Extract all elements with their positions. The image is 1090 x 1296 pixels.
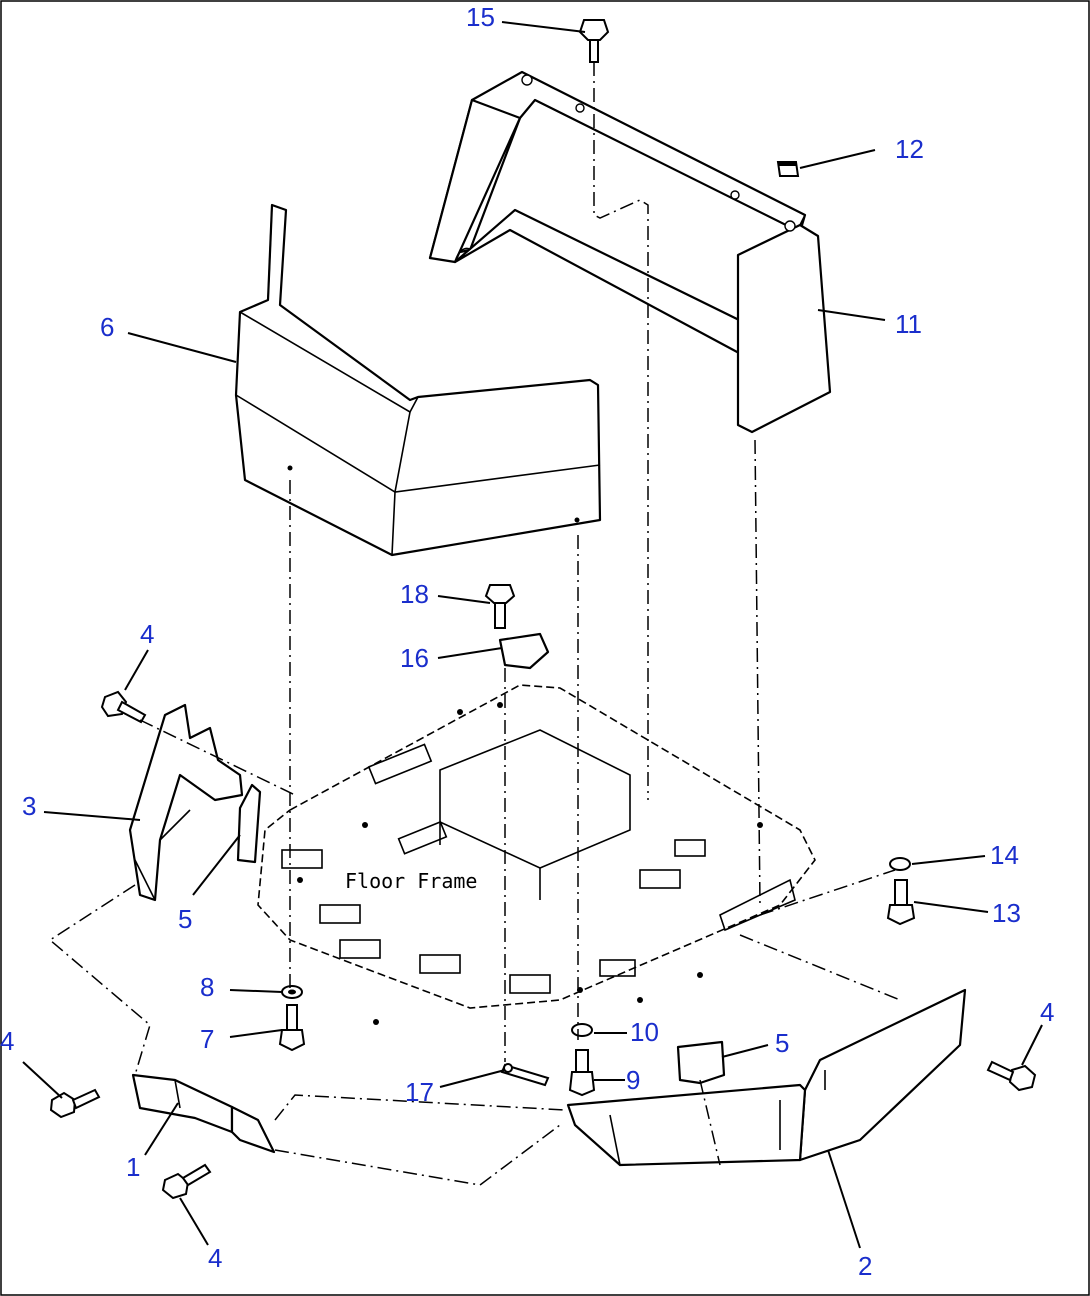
hole xyxy=(362,822,368,828)
bolt-part-7 xyxy=(278,1004,306,1052)
callout-3: 3 xyxy=(22,791,36,821)
pin-part-17 xyxy=(500,1063,550,1087)
plate-part-5-left xyxy=(236,783,262,864)
hole xyxy=(457,709,463,715)
hole xyxy=(730,190,740,200)
callout-6: 6 xyxy=(100,312,114,342)
callout-17: 17 xyxy=(405,1077,434,1107)
callout-7: 7 xyxy=(200,1024,214,1054)
rear-cover-part-11 xyxy=(428,70,832,434)
bolt-part-15 xyxy=(578,19,610,63)
center-lines xyxy=(48,62,901,1186)
hole xyxy=(297,877,303,883)
nut-part-12 xyxy=(776,161,800,177)
bracket-part-3 xyxy=(128,703,244,902)
plate-part-16 xyxy=(498,632,550,670)
bolt-part-4-bottom-left xyxy=(49,1088,101,1119)
washer-part-8 xyxy=(281,985,303,999)
callout-4-right: 4 xyxy=(1040,997,1054,1027)
callout-11: 11 xyxy=(895,309,922,339)
callout-4-bottom: 4 xyxy=(208,1243,222,1273)
panel-part-1 xyxy=(131,1073,276,1154)
hole xyxy=(373,1019,379,1025)
callout-12: 12 xyxy=(895,134,924,164)
hole xyxy=(575,103,585,113)
plate-part-5-right xyxy=(676,1040,726,1085)
bolt-part-4-top-left xyxy=(100,690,147,724)
hole xyxy=(574,517,580,523)
callout-14: 14 xyxy=(990,840,1019,870)
hole xyxy=(757,822,763,828)
hole xyxy=(637,997,643,1003)
bolt-part-4-bottom xyxy=(161,1163,212,1200)
hole xyxy=(287,465,293,471)
callout-labels: 15 12 11 6 18 16 4 3 5 14 13 8 7 4 10 9 … xyxy=(0,2,1054,1281)
bolt-part-9 xyxy=(568,1049,596,1097)
callout-5-left: 5 xyxy=(178,904,192,934)
washer-part-14 xyxy=(889,857,911,871)
callout-2: 2 xyxy=(858,1251,872,1281)
callout-8: 8 xyxy=(200,972,214,1002)
hole xyxy=(697,972,703,978)
leader-lines xyxy=(22,21,1043,1249)
callout-5-right: 5 xyxy=(775,1028,789,1058)
cover-part-2 xyxy=(566,988,967,1167)
callout-15: 15 xyxy=(466,2,495,32)
floor-frame-label: Floor Frame xyxy=(345,869,477,893)
callout-4-top-left: 4 xyxy=(140,619,154,649)
hole xyxy=(784,220,796,232)
callout-1: 1 xyxy=(126,1152,140,1182)
hole xyxy=(521,74,533,86)
callout-10: 10 xyxy=(630,1017,659,1047)
washer-part-10 xyxy=(571,1023,593,1037)
callout-4-bottom-left: 4 xyxy=(0,1026,14,1056)
front-cover-part-6 xyxy=(234,203,602,557)
floor-frame: Floor Frame xyxy=(257,684,816,1025)
bolt-part-4-right xyxy=(986,1060,1037,1092)
bolt-part-18 xyxy=(484,584,516,629)
callout-18: 18 xyxy=(400,579,429,609)
hole xyxy=(497,702,503,708)
callout-16: 16 xyxy=(400,643,429,673)
bolt-part-13 xyxy=(886,879,916,926)
callout-9: 9 xyxy=(626,1065,640,1095)
callout-13: 13 xyxy=(992,898,1021,928)
